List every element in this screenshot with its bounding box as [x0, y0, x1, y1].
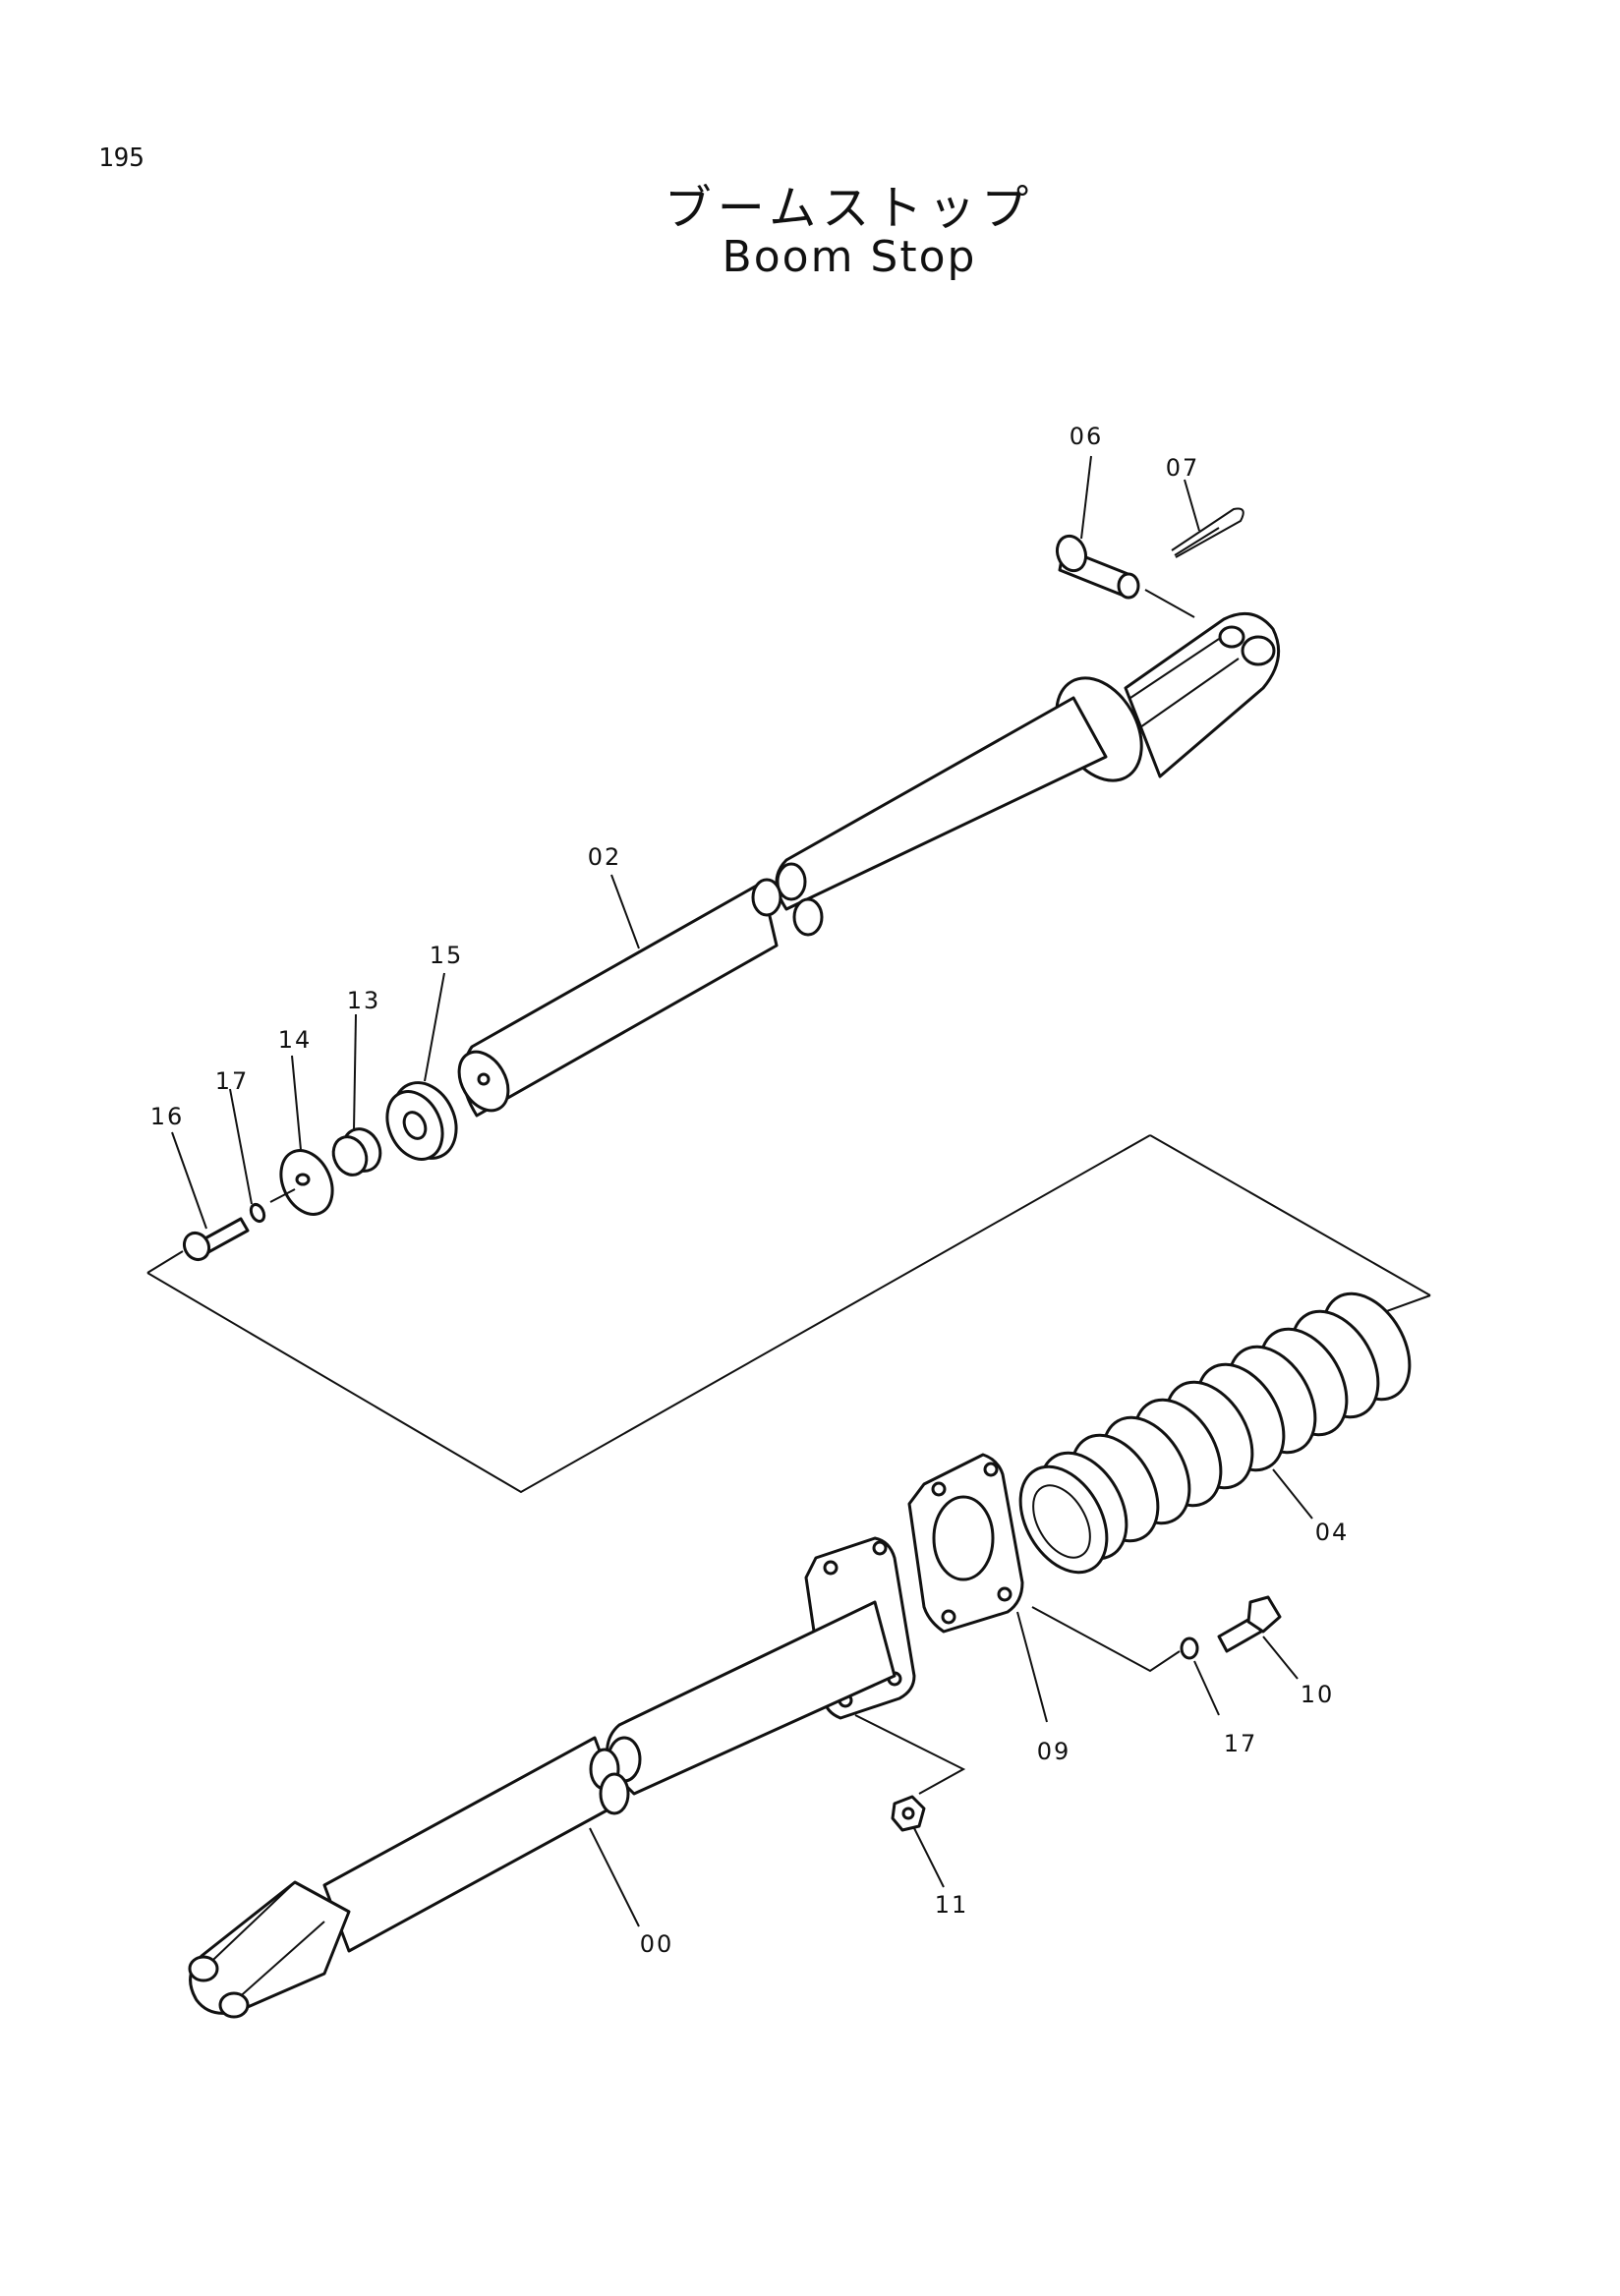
- cotter-pin-07: [1171, 507, 1244, 558]
- spring-04: [1018, 1292, 1412, 1575]
- callout-17-upper: 17: [215, 1067, 250, 1095]
- bushing-13: [331, 1127, 382, 1177]
- callout-13: 13: [347, 987, 381, 1014]
- callout-labels: 06 07 02 15 13 14 17 16 04 10 17 09 11 0…: [150, 423, 1350, 1958]
- page-number: 195: [98, 144, 145, 173]
- bolt-16: [182, 1217, 250, 1262]
- callout-07: 07: [1166, 454, 1200, 482]
- callout-16: 16: [150, 1103, 185, 1130]
- callout-14: 14: [278, 1026, 313, 1054]
- callout-10: 10: [1301, 1681, 1335, 1708]
- bolt-10: [1217, 1595, 1282, 1653]
- callout-00: 00: [640, 1930, 674, 1958]
- callout-15: 15: [430, 942, 464, 969]
- callout-02: 02: [588, 843, 622, 871]
- pin-06: [1055, 534, 1140, 600]
- callout-09: 09: [1037, 1738, 1071, 1765]
- title-english: Boom Stop: [722, 232, 977, 282]
- callout-06: 06: [1070, 423, 1104, 450]
- callout-leaders: [171, 455, 1313, 1927]
- spring-washer-17-upper: [249, 1202, 266, 1224]
- title-japanese: ブームストップ: [664, 181, 1035, 236]
- callout-04: 04: [1315, 1519, 1350, 1546]
- callout-11: 11: [935, 1891, 969, 1919]
- lower-tube: [188, 1536, 916, 2019]
- washer-14: [279, 1149, 334, 1216]
- nut-11: [891, 1795, 926, 1832]
- flange-plate-09: [907, 1453, 1024, 1634]
- upper-rod: [457, 611, 1281, 1118]
- spring-washer-17-lower: [1180, 1636, 1199, 1660]
- spacer-15: [385, 1081, 458, 1161]
- callout-17-lower: 17: [1224, 1730, 1258, 1757]
